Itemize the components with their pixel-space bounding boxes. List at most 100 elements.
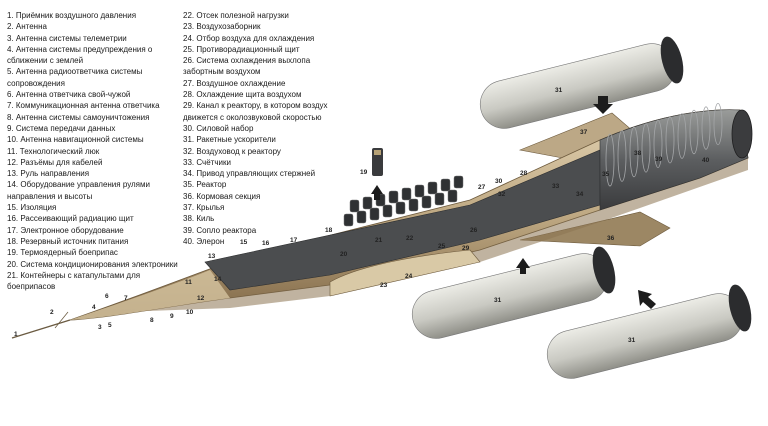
- callout-25: 25: [438, 243, 446, 250]
- legend-item: 2. Антенна: [7, 22, 47, 32]
- warhead-canister: 19: [360, 148, 383, 200]
- reactor-ring: [713, 103, 723, 146]
- callout-36: 36: [607, 235, 615, 242]
- legend-item: 35. Реактор: [183, 180, 227, 190]
- legend-item: 12. Разъёмы для кабелей: [7, 157, 103, 167]
- callout-27: 27: [478, 184, 486, 191]
- weapon-container: [388, 190, 399, 204]
- reactor-ring: [653, 120, 663, 169]
- legend-item: сближении с землей: [7, 56, 84, 66]
- callout-15: 15: [240, 239, 248, 246]
- callout-13: 13: [208, 253, 216, 260]
- legend-item: 16. Рассеивающий радиацию щит: [7, 214, 134, 224]
- legend-item: 37. Крылья: [183, 203, 225, 213]
- weapon-container: [349, 199, 360, 213]
- legend-item: направления и высоты: [7, 191, 93, 201]
- legend-item: 27. Воздушное охлаждение: [183, 78, 286, 88]
- arrow-up-left-icon: [638, 290, 656, 309]
- legend-item: 33. Счётчики: [183, 157, 231, 167]
- legend-item: забортным воздухом: [183, 67, 261, 77]
- callout-14: 14: [214, 276, 222, 283]
- reactor-ring: [629, 126, 639, 178]
- legend-item: 22. Отсек полезной нагрузки: [183, 11, 289, 20]
- warhead-callout: 19: [360, 169, 368, 176]
- legend-item: движется с околозвуковой скоростью: [183, 112, 322, 122]
- legend-item: 15. Изоляция: [7, 203, 57, 213]
- weapon-container: [453, 175, 464, 189]
- weapon-container: [369, 207, 380, 221]
- callout-16: 16: [262, 240, 270, 247]
- weapon-container: [414, 184, 425, 198]
- weapon-containers: [343, 175, 464, 227]
- legend-item: 11. Технологический люк: [7, 146, 100, 156]
- legend-item: 40. Элерон: [183, 236, 225, 246]
- callout-32: 32: [498, 191, 506, 198]
- callout-3: 3: [98, 324, 102, 331]
- legend-item: 39. Сопло реактора: [183, 225, 257, 235]
- callout-12: 12: [197, 295, 205, 302]
- reactor-ring: [701, 106, 711, 150]
- weapon-container: [382, 204, 393, 218]
- legend-item: 30. Силовой набор: [183, 123, 254, 133]
- legend-item: 31. Ракетные ускорители: [183, 135, 276, 145]
- booster-bottom-callout: 31: [628, 337, 636, 344]
- legend-item: 17. Электронное оборудование: [7, 225, 124, 235]
- callout-17: 17: [290, 237, 298, 244]
- legend-item: 24. Отбор воздуха для охлаждения: [183, 33, 315, 43]
- weapon-container: [356, 210, 367, 224]
- legend-right-column: 22. Отсек полезной нагрузки 23. Воздухоза…: [183, 10, 348, 247]
- callout-29: 29: [462, 245, 470, 252]
- legend-item: 36. Кормовая секция: [183, 191, 261, 201]
- legend-item: 7. Коммуникационная антенна ответчика: [7, 101, 160, 111]
- reactor-ring: [605, 133, 615, 187]
- callout-9: 9: [170, 313, 174, 320]
- callout-34: 34: [576, 191, 584, 198]
- reactor-ring: [665, 116, 675, 164]
- callout-26: 26: [470, 227, 478, 234]
- callout-22: 22: [406, 235, 414, 242]
- booster-bottom: 31: [546, 284, 752, 379]
- weapon-container: [401, 187, 412, 201]
- callout-30: 30: [495, 178, 503, 185]
- booster-top: 31: [479, 36, 684, 129]
- booster-middle-callout: 31: [494, 297, 502, 304]
- callout-37: 37: [580, 129, 588, 136]
- callout-38: 38: [634, 150, 642, 157]
- callout-40: 40: [702, 157, 710, 164]
- legend-item: 5. Антенна радиоответчика системы: [7, 67, 143, 77]
- air-intake: [329, 249, 481, 297]
- legend-item: 38. Киль: [183, 214, 215, 224]
- callout-35: 35: [602, 171, 610, 178]
- callout-7: 7: [124, 295, 128, 302]
- legend-item: 20. Система кондиционирования электроник…: [7, 259, 178, 269]
- callout-21: 21: [375, 237, 383, 244]
- weapon-container: [421, 195, 432, 209]
- legend-item: сопровождения: [7, 78, 65, 88]
- legend-item: 26. Система охлаждения выхлопа: [183, 56, 311, 66]
- callout-10: 10: [186, 309, 194, 316]
- callout-18: 18: [325, 227, 333, 234]
- callout-4: 4: [92, 304, 96, 311]
- callout-20: 20: [340, 251, 348, 258]
- callout-23: 23: [380, 282, 388, 289]
- callout-8: 8: [150, 317, 154, 324]
- arrow-down-icon: [593, 96, 613, 114]
- legend-item: 3. Антенна системы телеметрии: [7, 33, 127, 43]
- legend-item: 10. Антенна навигационной системы: [7, 135, 144, 145]
- legend-item: 32. Воздуховод к реактору: [183, 146, 281, 156]
- weapon-container: [447, 189, 458, 203]
- legend-item: 28. Охлаждение щита воздухом: [183, 90, 302, 100]
- arrow-up-icon: [516, 258, 530, 274]
- legend-item: 25. Противорадиационный щит: [183, 44, 300, 54]
- legend-item: 23. Воздухозаборник: [183, 22, 261, 32]
- weapon-container: [362, 196, 373, 210]
- weapon-container: [408, 198, 419, 212]
- callout-11: 11: [185, 279, 192, 286]
- callout-6: 6: [105, 293, 109, 300]
- callout-28: 28: [520, 170, 528, 177]
- weapon-container: [427, 181, 438, 195]
